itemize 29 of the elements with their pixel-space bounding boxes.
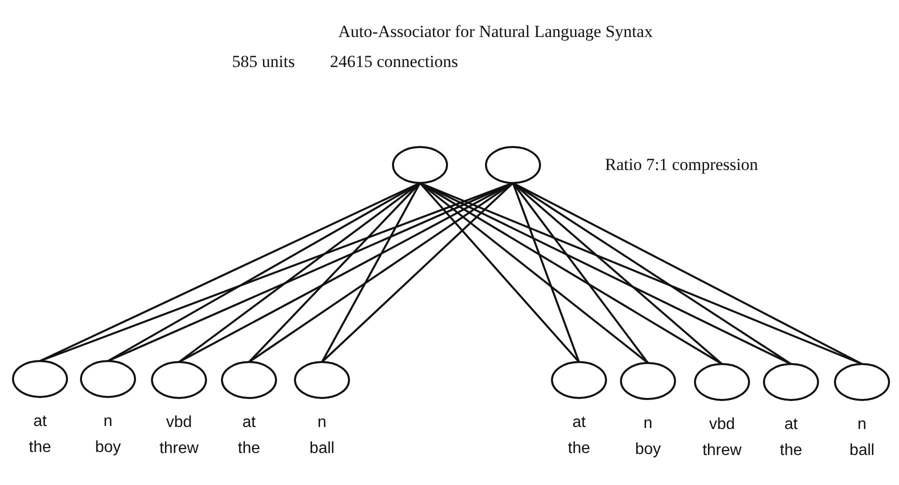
unit-label: n <box>104 412 112 432</box>
unit-label: n <box>858 415 866 435</box>
unit-label: boy <box>95 438 121 458</box>
unit-label: at <box>242 413 256 433</box>
unit-label: ball <box>850 441 874 461</box>
unit-label: vbd <box>166 413 192 433</box>
unit-label: the <box>238 439 260 459</box>
unit-label: threw <box>702 441 742 461</box>
unit-label: n <box>644 414 652 434</box>
connection-line <box>512 182 580 362</box>
annotation-text: Ratio 7:1 compression <box>605 155 758 175</box>
connection-line <box>512 182 862 365</box>
unit-label: the <box>780 441 802 461</box>
unit-label: n <box>318 413 326 433</box>
connection-line <box>321 182 421 362</box>
unit-label: at <box>33 412 47 432</box>
unit-label: threw <box>159 439 199 459</box>
annotation-text: 585 units <box>232 52 295 72</box>
connection-line <box>419 182 580 363</box>
unit-label: at <box>572 413 586 433</box>
unit-label: the <box>28 438 52 458</box>
unit-label: at <box>784 415 798 435</box>
diagram-title: Auto-Associator for Natural Language Syntax <box>337 22 654 42</box>
connection-line <box>321 182 514 363</box>
unit-label: boy <box>635 440 661 460</box>
unit-label: vbd <box>709 415 735 435</box>
annotation-text: 24615 connections <box>330 52 458 72</box>
unit-label: the <box>568 439 590 459</box>
unit-label: ball <box>310 439 334 459</box>
